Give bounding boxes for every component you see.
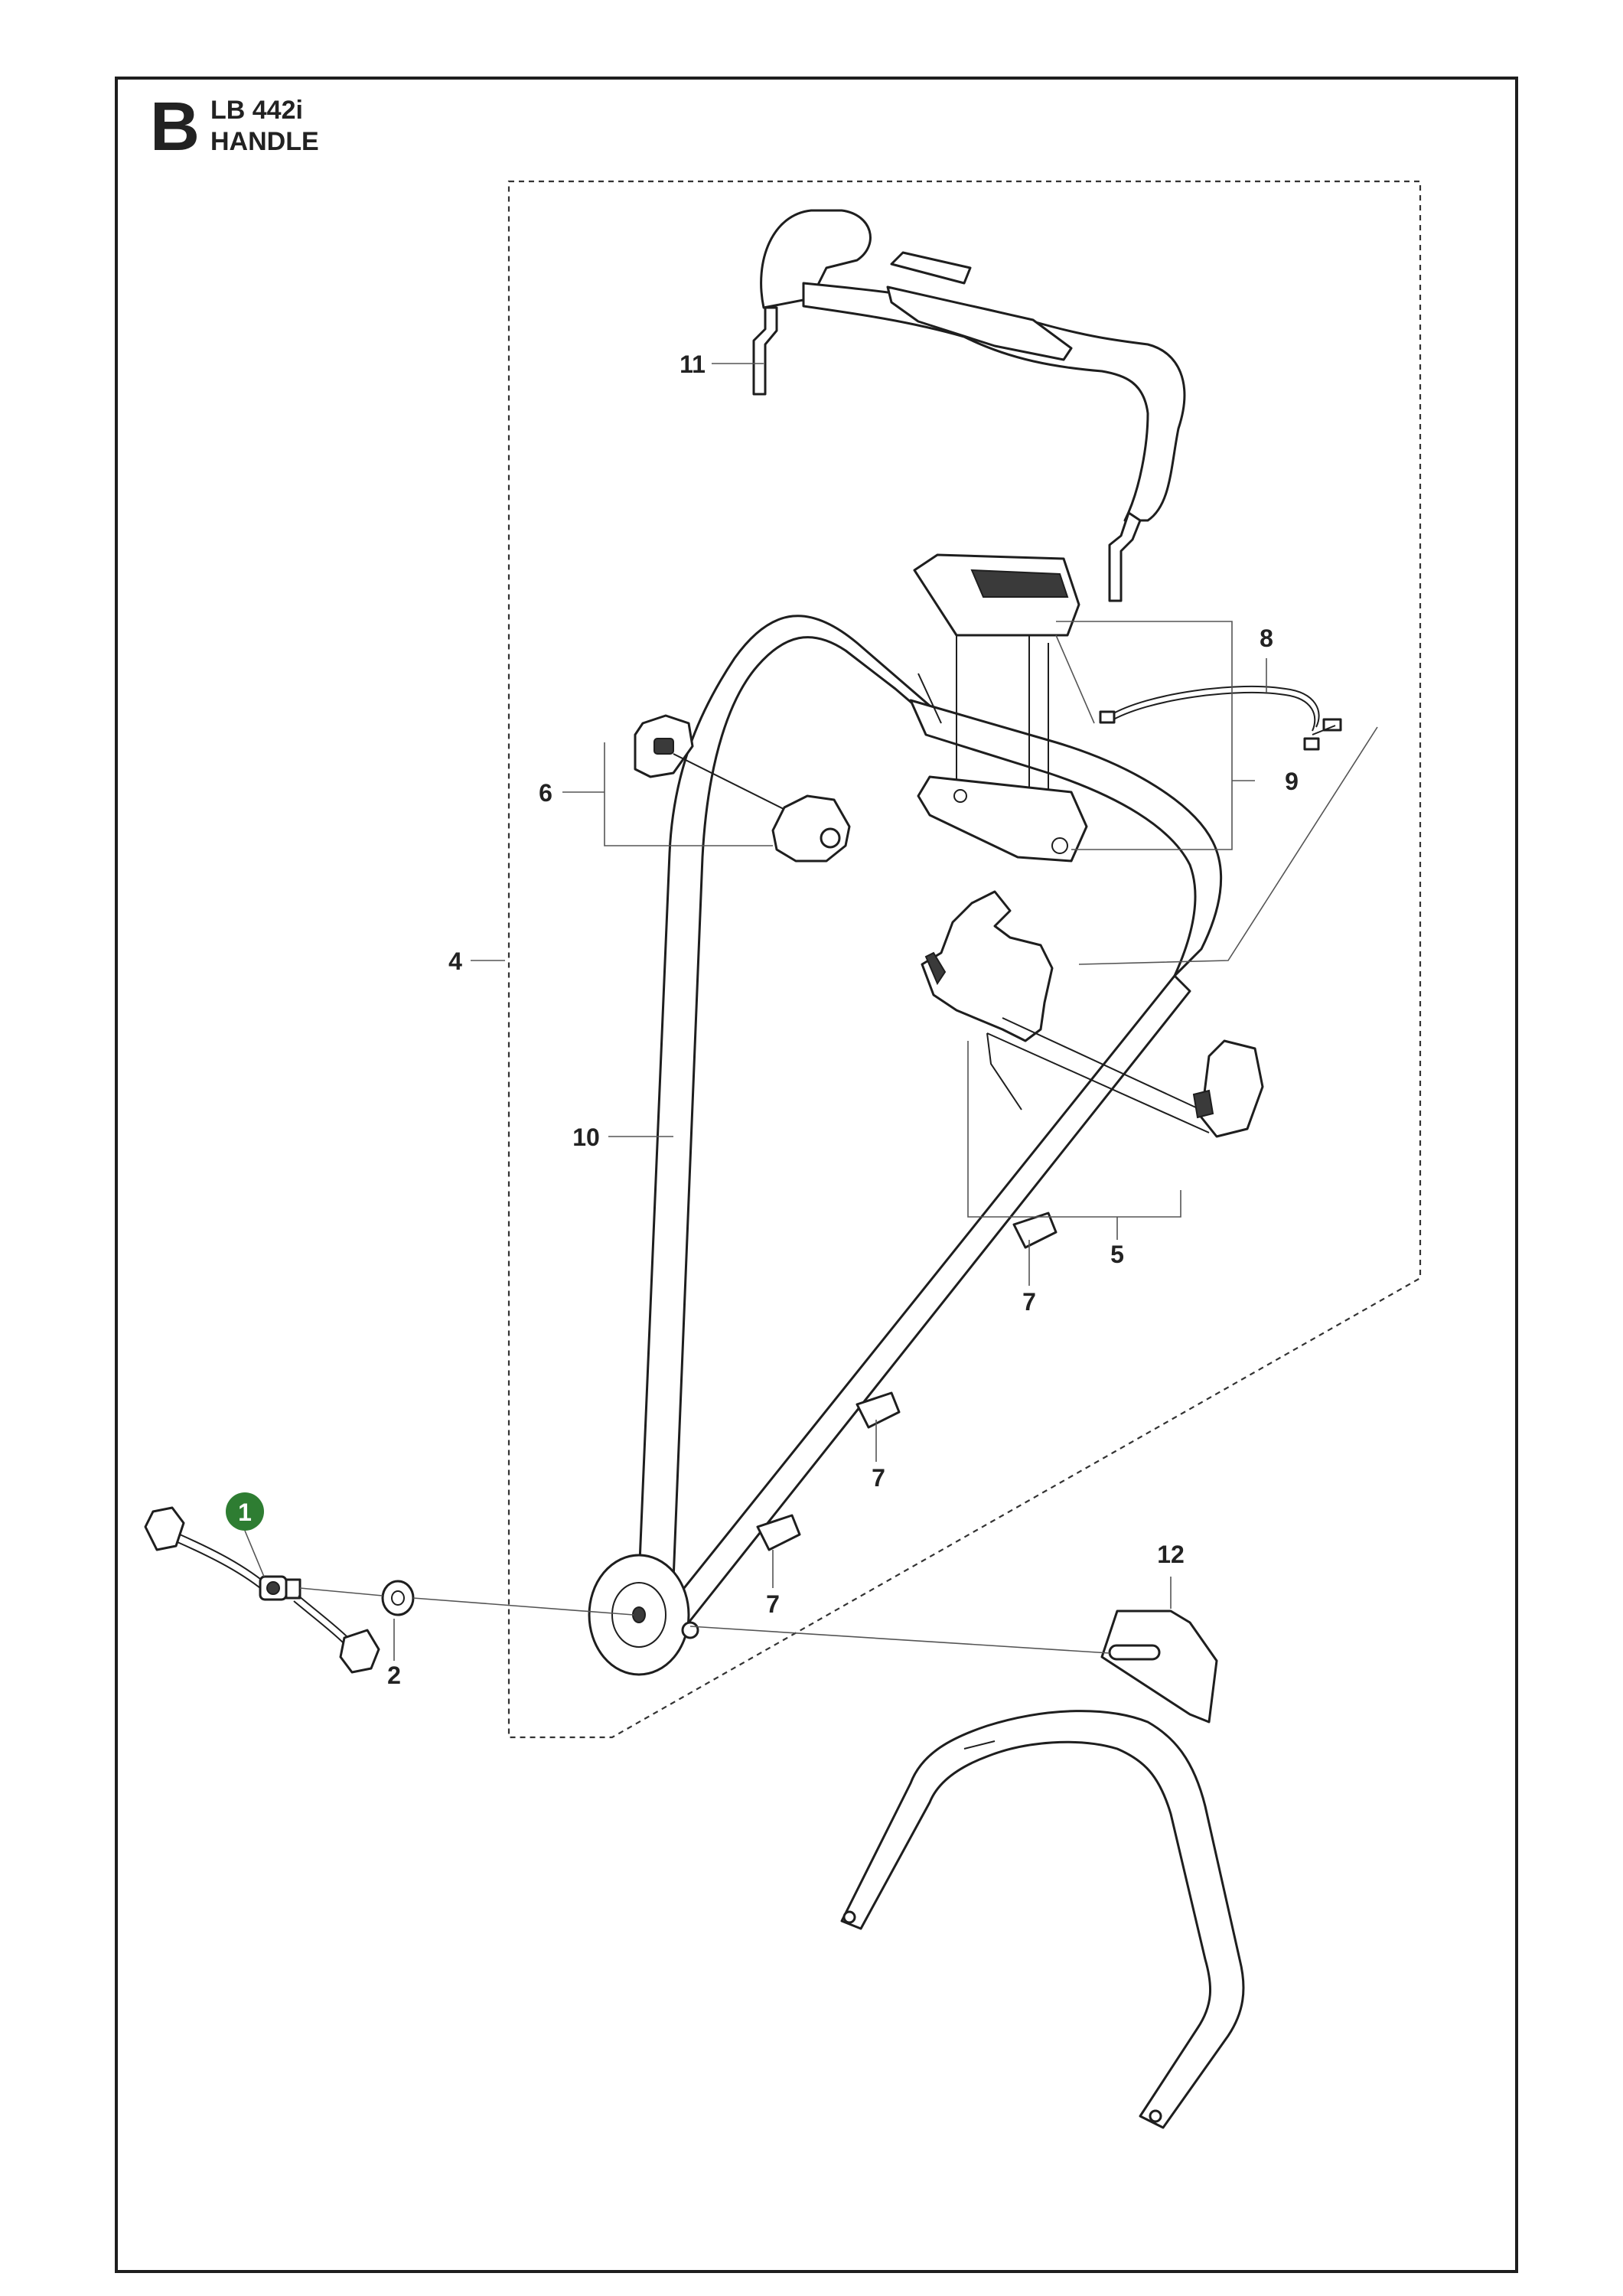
label-part-2[interactable]: 2 bbox=[387, 1662, 401, 1689]
cable-harness[interactable] bbox=[1099, 685, 1342, 751]
label-part-11[interactable]: 11 bbox=[680, 351, 706, 378]
label-part-7-middle[interactable]: 7 bbox=[872, 1464, 885, 1492]
cable-clip-upper[interactable] bbox=[1012, 1212, 1058, 1249]
label-part-5[interactable]: 5 bbox=[1110, 1241, 1124, 1268]
label-part-12[interactable]: 12 bbox=[1157, 1541, 1185, 1568]
top-grip[interactable] bbox=[752, 209, 1186, 602]
washer[interactable] bbox=[381, 1580, 415, 1616]
section-title: HANDLE bbox=[210, 127, 319, 156]
display-unit[interactable] bbox=[913, 553, 1088, 863]
support-loop[interactable] bbox=[840, 1609, 1245, 2129]
page-frame bbox=[115, 77, 1518, 2273]
label-part-7-upper[interactable]: 7 bbox=[1022, 1288, 1036, 1316]
label-part-4[interactable]: 4 bbox=[448, 947, 462, 975]
label-part-7-lower[interactable]: 7 bbox=[766, 1590, 780, 1618]
label-part-9[interactable]: 9 bbox=[1285, 768, 1299, 795]
label-part-8[interactable]: 8 bbox=[1260, 625, 1273, 652]
model-name: LB 442i bbox=[210, 96, 303, 125]
handle-knob-and-clamp[interactable] bbox=[634, 714, 851, 863]
label-part-6[interactable]: 6 bbox=[539, 779, 552, 807]
control-switch-assembly[interactable] bbox=[921, 890, 1264, 1138]
throttle-cable[interactable] bbox=[144, 1506, 380, 1674]
section-letter: B bbox=[150, 89, 200, 165]
leader-lines bbox=[244, 363, 1378, 1661]
label-part-10[interactable]: 10 bbox=[572, 1124, 600, 1151]
cable-clip-middle[interactable] bbox=[855, 1391, 901, 1429]
cable-clip-lower[interactable] bbox=[756, 1514, 801, 1551]
assembly-boundary bbox=[507, 180, 1422, 1739]
label-part-1[interactable]: 1 bbox=[238, 1499, 252, 1526]
pivot-wheel[interactable] bbox=[588, 1554, 699, 1676]
highlight-badge bbox=[226, 1492, 264, 1531]
main-handle-tube[interactable] bbox=[637, 615, 1223, 1624]
